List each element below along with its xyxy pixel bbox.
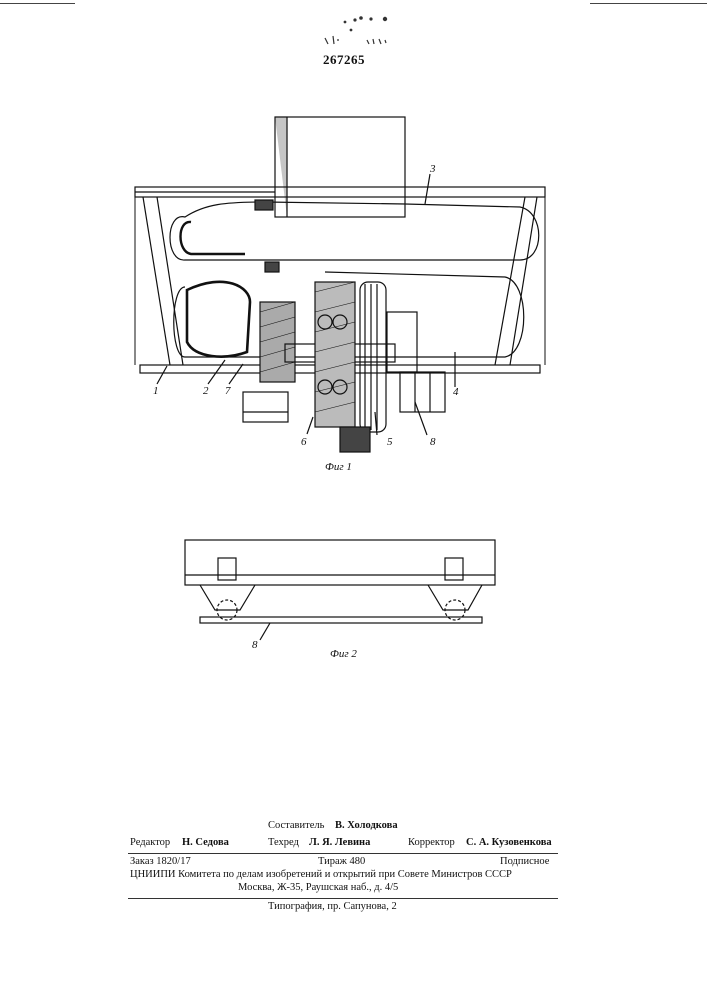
right-wall — [495, 197, 537, 365]
fig1-caption: Фиг 1 — [325, 461, 352, 473]
fig1-label-3: 3 — [429, 163, 436, 175]
colophon-divider — [128, 853, 558, 854]
fig2-right-support — [428, 585, 482, 610]
fig1-label-6: 6 — [301, 436, 307, 448]
address-line: Москва, Ж-35, Раушская наб., д. 4/5 — [238, 882, 398, 894]
gear-hub — [387, 312, 417, 372]
fig2-frame — [185, 540, 495, 585]
techred-name: Л. Я. Левина — [309, 837, 370, 849]
printing-house: Типография, пр. Сапунова, 2 — [268, 901, 397, 913]
fig1-label-5: 5 — [387, 436, 393, 448]
hub-flange — [260, 302, 295, 382]
techred-label: Техред — [268, 837, 299, 849]
figure-1-drawing: 1 2 7 6 5 8 4 3 Фиг 1 — [125, 112, 555, 492]
editor-name: Н. Седова — [182, 837, 229, 849]
corrector-name: С. А. Кузовенкова — [466, 837, 552, 849]
left-wall — [143, 197, 183, 365]
fig2-right-post — [445, 558, 463, 580]
upper-bladder — [170, 202, 539, 260]
fig1-label-2: 2 — [203, 385, 209, 397]
composer-label: Составитель — [268, 820, 324, 832]
figure-2-drawing: 8 — [180, 530, 500, 660]
corrector-label: Корректор — [408, 837, 455, 849]
colophon-divider-2 — [128, 898, 558, 899]
fig2-base-plate-8 — [200, 617, 482, 623]
organization-line: ЦНИИПИ Комитета по делам изобретений и о… — [130, 869, 512, 881]
left-tube — [187, 282, 250, 357]
editor-label: Редактор — [130, 837, 170, 849]
fig1-label-8: 8 — [430, 436, 436, 448]
fig2-left-post — [218, 558, 236, 580]
left-bracket — [243, 392, 288, 422]
fig2-label-8: 8 — [252, 639, 258, 651]
library-stamp-marks — [315, 6, 395, 50]
circulation: Тираж 480 — [318, 856, 365, 868]
colophon: Составитель В. Холодкова Редактор Н. Сед… — [128, 820, 558, 914]
top-border-line-left — [0, 3, 75, 4]
subscription: Подписное — [500, 856, 549, 868]
composer-name: В. Холодкова — [335, 820, 398, 832]
fig1-label-4: 4 — [453, 386, 459, 398]
fig2-left-support — [200, 585, 255, 610]
fig1-label-7: 7 — [225, 385, 231, 397]
patent-number: 267265 — [323, 52, 365, 68]
order-number: Заказ 1820/17 — [130, 856, 191, 868]
fig1-label-1: 1 — [153, 385, 159, 397]
right-bracket-8 — [400, 372, 445, 412]
lower-wheel — [340, 427, 370, 452]
fig2-caption: Фиг 2 — [330, 648, 357, 660]
top-border-line-right — [590, 3, 707, 4]
